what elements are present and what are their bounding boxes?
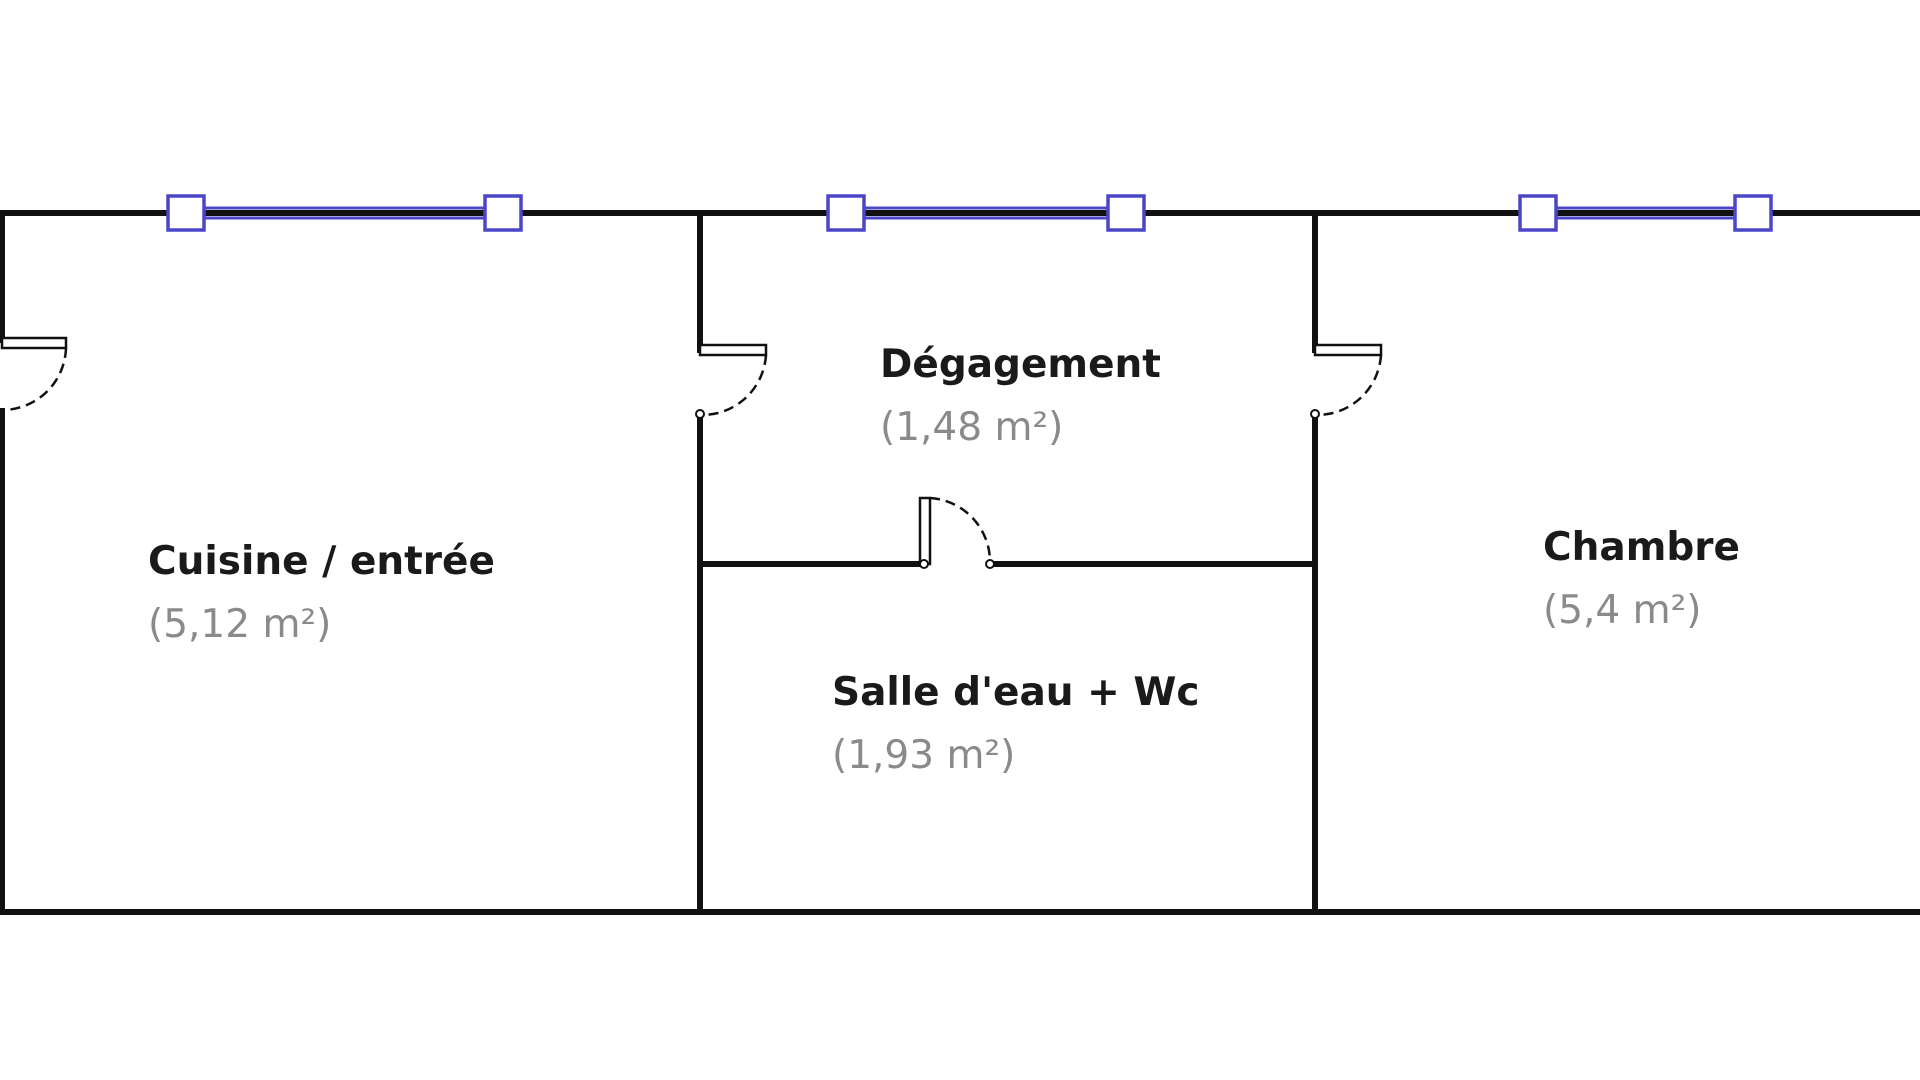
- door-entrance[interactable]: [0, 336, 68, 412]
- room-degagement: Dégagement (1,48 m²): [880, 342, 1161, 450]
- door-degagement-left[interactable]: [695, 343, 768, 419]
- room-name: Chambre: [1543, 525, 1740, 570]
- room-area: (1,48 m²): [880, 405, 1063, 450]
- room-salle-eau: Salle d'eau + Wc (1,93 m²): [832, 670, 1200, 778]
- door-degagement-right[interactable]: [1310, 343, 1383, 419]
- walls: [0, 210, 1920, 915]
- window-handle-left[interactable]: [1518, 194, 1558, 232]
- door-swing-arc: [1316, 354, 1383, 417]
- window-chambre[interactable]: [1518, 194, 1773, 232]
- room-area: (5,12 m²): [148, 602, 331, 647]
- room-name: Dégagement: [880, 342, 1161, 387]
- window-handle-left[interactable]: [826, 194, 866, 232]
- door-swing-arc: [1, 347, 68, 412]
- window-handle-right[interactable]: [1733, 194, 1773, 232]
- window-handle-left[interactable]: [166, 194, 206, 232]
- room-area: (1,93 m²): [832, 733, 1015, 778]
- door-leaf: [918, 496, 932, 566]
- window-cuisine[interactable]: [166, 194, 523, 232]
- window-degagement[interactable]: [826, 194, 1146, 232]
- door-swing-arc: [929, 496, 992, 563]
- window-handle-right[interactable]: [1106, 194, 1146, 232]
- room-name: Salle d'eau + Wc: [832, 670, 1200, 715]
- door-salle-eau[interactable]: [918, 496, 995, 569]
- room-chambre: Chambre (5,4 m²): [1543, 525, 1740, 633]
- room-name: Cuisine / entrée: [148, 539, 495, 584]
- room-cuisine: Cuisine / entrée (5,12 m²): [148, 539, 495, 647]
- window-handle-right[interactable]: [483, 194, 523, 232]
- room-area: (5,4 m²): [1543, 588, 1701, 633]
- door-leaf: [0, 336, 68, 350]
- door-leaf: [698, 343, 768, 357]
- door-swing-arc: [701, 354, 768, 417]
- door-leaf: [1313, 343, 1383, 357]
